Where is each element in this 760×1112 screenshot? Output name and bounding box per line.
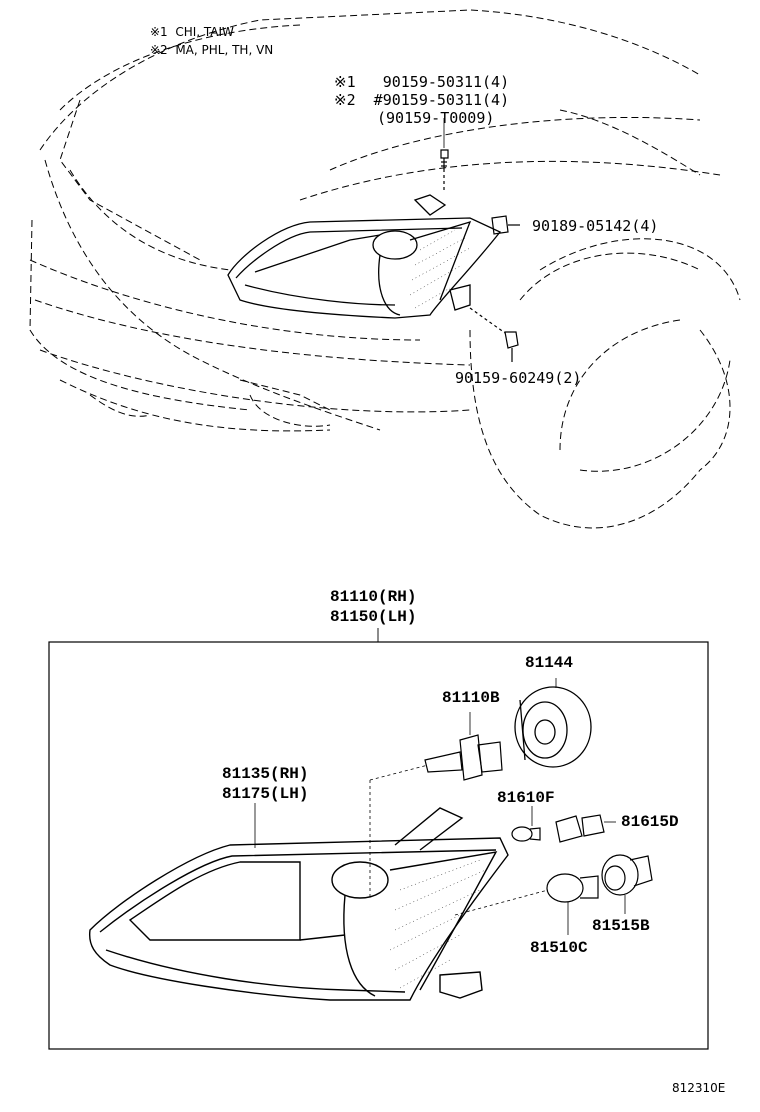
figure-code: 812310E: [672, 1081, 726, 1095]
small-bulb-icon: [511, 806, 541, 842]
label-unit-lh: 81175(LH): [222, 785, 309, 803]
label-bulb-cover: 81144: [525, 654, 574, 672]
label-screw-alt: (90159-T0009): [377, 109, 495, 127]
headlamp-installed: [227, 194, 502, 319]
clip-nut-icon: [491, 215, 520, 235]
label-screw-region1: ※1 90159-50311(4): [334, 73, 510, 91]
screw-top-icon: [440, 149, 449, 192]
label-signal-socket: 81515B: [592, 917, 650, 935]
small-socket-icon: [555, 814, 616, 843]
label-bolt: 90159-60249(2): [455, 369, 582, 387]
bulb-cover-icon: [514, 678, 592, 768]
note-region-2: ※2 MA, PHL, TH, VN: [150, 43, 274, 57]
signal-bulb-icon: [546, 873, 599, 935]
signal-socket-icon: [601, 854, 653, 914]
label-screw-region2: ※2 #90159-50311(4): [334, 91, 510, 109]
label-signal-bulb: 81510C: [530, 939, 588, 957]
label-small-socket: 81615D: [621, 813, 679, 831]
note-region-1: ※1 CHI, TAIW: [150, 25, 234, 39]
car-body-outline: [29, 9, 741, 529]
label-assembly-lh: 81150(LH): [330, 608, 417, 626]
headlamp-unit: [88, 807, 509, 1001]
parts-box: [48, 641, 709, 1050]
bolt-lower-icon: [469, 307, 519, 362]
label-clip: 90189-05142(4): [532, 217, 659, 235]
label-small-bulb: 81610F: [497, 789, 555, 807]
label-halogen-bulb: 81110B: [442, 689, 500, 707]
halogen-bulb-icon: [424, 712, 503, 781]
label-assembly-rh: 81110(RH): [330, 588, 417, 606]
label-unit-rh: 81135(RH): [222, 765, 309, 783]
